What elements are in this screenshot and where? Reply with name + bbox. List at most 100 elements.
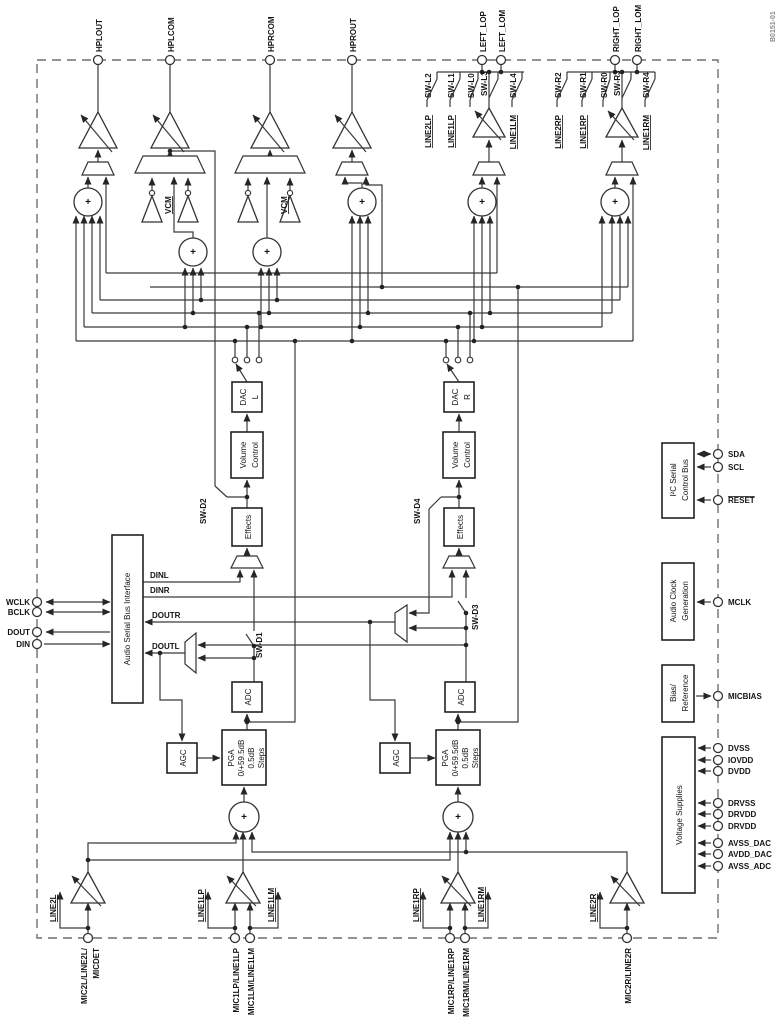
tap-label: LINE1RP bbox=[412, 888, 421, 922]
sum-symbol: + bbox=[264, 247, 270, 258]
sum-symbol: + bbox=[190, 247, 196, 258]
signal-label: DINR bbox=[150, 586, 170, 595]
block-label: Audio Serial Bus Interface bbox=[123, 572, 132, 665]
right-lo-mux bbox=[605, 161, 639, 176]
muxes bbox=[81, 155, 639, 675]
tap-label: LINE2RP bbox=[554, 114, 563, 148]
pin-label: IOVDD bbox=[728, 756, 754, 765]
pin-label: AVSS_DAC bbox=[728, 839, 771, 848]
pin-label: HPRCOM bbox=[267, 16, 276, 52]
pin-label: LEFT_LOP bbox=[479, 10, 488, 52]
pin-label: MIC1RM/LINE1RM bbox=[462, 948, 471, 1017]
hplout-mux bbox=[81, 161, 115, 176]
switch-label: SW-D2 bbox=[199, 498, 208, 524]
pin-label: RIGHT_LOM bbox=[634, 5, 643, 52]
vcm-buffer bbox=[141, 194, 163, 223]
block-label: Voltage Supplies bbox=[675, 785, 684, 845]
adc-r-block bbox=[444, 681, 476, 713]
pin-label: HPLOUT bbox=[95, 19, 104, 52]
line2l-amp bbox=[69, 870, 107, 904]
pin-label: DIN bbox=[16, 640, 30, 649]
pin-label: SDA bbox=[728, 450, 745, 459]
line1l-amp bbox=[224, 870, 262, 904]
block-label: 0.5dB bbox=[461, 748, 470, 769]
pin-label: BCLK bbox=[8, 608, 30, 617]
pin-label: RIGHT_LOP bbox=[612, 6, 621, 52]
line2r-amp bbox=[608, 870, 646, 904]
block-label: 0/+59.5dB bbox=[237, 740, 246, 777]
hplout-amp bbox=[77, 110, 119, 149]
block-label: Volume bbox=[239, 441, 248, 468]
tap-label: LINE1LP bbox=[197, 888, 206, 922]
switch-label: SW-L0 bbox=[467, 73, 476, 98]
effects-r-block bbox=[443, 507, 475, 547]
vcm-buffer bbox=[279, 194, 301, 223]
hprout-mux bbox=[335, 161, 369, 176]
block-label: ADC bbox=[457, 688, 466, 705]
clock-block bbox=[661, 562, 695, 641]
switch-label: SW-D3 bbox=[471, 604, 480, 630]
pin-label: RESET bbox=[728, 496, 755, 505]
function-blocks bbox=[111, 381, 696, 894]
block-label: DAC bbox=[451, 388, 460, 405]
hprcom-mux bbox=[234, 155, 306, 174]
volume-r-block bbox=[442, 431, 476, 479]
tap-label: LINE1LP bbox=[447, 114, 456, 148]
pin-label: SCL bbox=[728, 463, 744, 472]
pins bbox=[31, 54, 724, 944]
vcm-label: VCM bbox=[164, 196, 173, 214]
switch-label: SW-R4 bbox=[642, 72, 651, 98]
pin-label: DRVDD bbox=[728, 822, 757, 831]
sum-symbol: + bbox=[612, 197, 618, 208]
junction-dots bbox=[85, 69, 640, 931]
sum-symbol: + bbox=[455, 812, 461, 823]
effects-l-mux bbox=[230, 555, 264, 569]
pin-label: AVDD_DAC bbox=[728, 850, 772, 859]
switch-label: SW-R0 bbox=[600, 72, 609, 98]
i2c-block bbox=[661, 442, 695, 519]
block-label: DAC bbox=[239, 388, 248, 405]
switch-label: SW-R2 bbox=[554, 72, 563, 98]
bias-block bbox=[661, 664, 695, 723]
volume-l-block bbox=[230, 431, 264, 479]
doutl-mux bbox=[184, 631, 197, 675]
dac-l-block bbox=[231, 381, 263, 413]
block-label: 0/+59.5dB bbox=[451, 740, 460, 777]
switch-label: SW-D1 bbox=[255, 632, 264, 658]
signal-label: DOUTR bbox=[152, 611, 181, 620]
vcm-buffer bbox=[237, 194, 259, 223]
block-label: Effects bbox=[244, 515, 253, 539]
tap-label: LINE2LP bbox=[424, 114, 433, 148]
block-label: Audio Clock bbox=[669, 579, 678, 623]
tap-label: LINE1RM bbox=[477, 887, 486, 922]
switch-label: SW-L1 bbox=[447, 73, 456, 98]
pin-label: DRVDD bbox=[728, 810, 757, 819]
block-label: I²C Serial bbox=[669, 463, 678, 497]
pin-label: HPROUT bbox=[349, 18, 358, 52]
figure-code: B0151-01 bbox=[770, 11, 777, 42]
block-label: Bias/ bbox=[669, 683, 678, 702]
agc-r-block bbox=[379, 742, 411, 774]
pin-label: HPLCOM bbox=[167, 17, 176, 52]
tap-label: LINE1RM bbox=[642, 115, 651, 150]
left-lo-mux bbox=[472, 161, 506, 176]
effects-l-block bbox=[231, 507, 263, 547]
vcm-buffer bbox=[177, 194, 199, 223]
asi-block bbox=[111, 534, 144, 704]
block-label: Generation bbox=[681, 581, 690, 621]
sum-symbol: + bbox=[359, 197, 365, 208]
pin-label: MICDET bbox=[92, 948, 101, 979]
hprcom-amp bbox=[249, 110, 291, 149]
tap-label: LINE2L bbox=[49, 894, 58, 922]
agc-l-block bbox=[166, 742, 198, 774]
left-lo-amp bbox=[471, 106, 507, 138]
block-label: R bbox=[463, 394, 472, 400]
pin-label: MIC2R/LINE2R bbox=[624, 948, 633, 1004]
pin-label: MCLK bbox=[728, 598, 751, 607]
tap-label: LINE1LM bbox=[267, 887, 276, 922]
summing-nodes: + + + + + + + + bbox=[73, 187, 630, 833]
block-label: PGA bbox=[227, 749, 236, 767]
tap-label: LINE1LM bbox=[509, 115, 518, 150]
block-label: Steps bbox=[257, 748, 266, 768]
